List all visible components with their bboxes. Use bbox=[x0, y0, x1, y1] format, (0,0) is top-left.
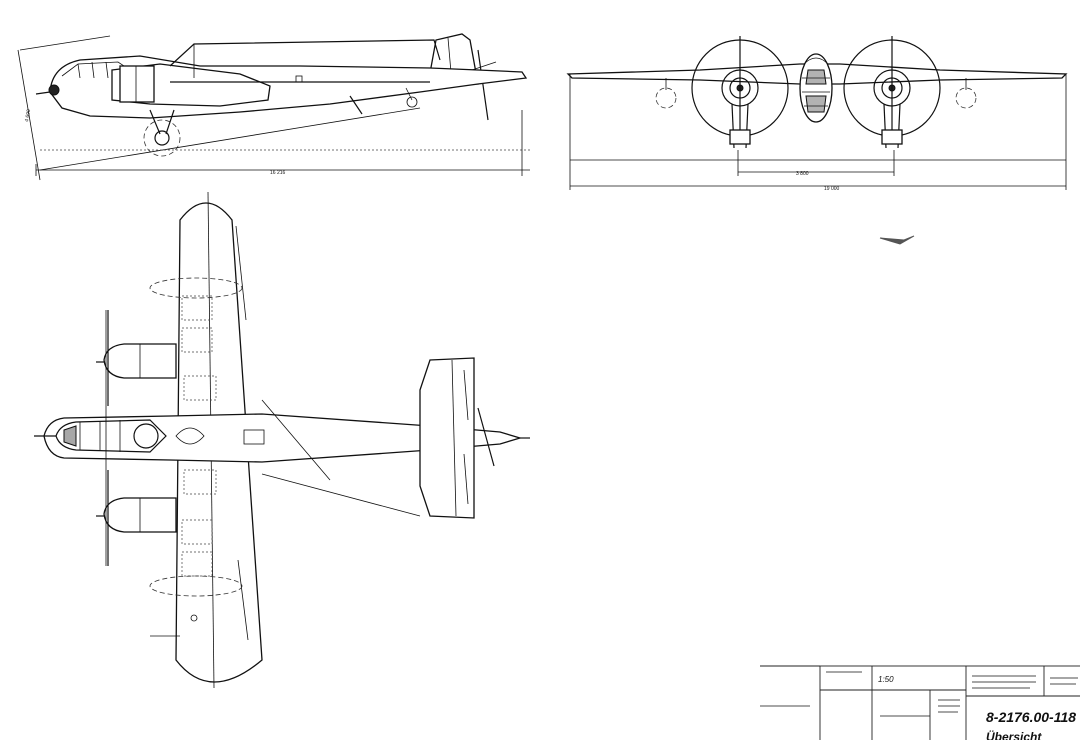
front-view: 3 800 19 000 bbox=[566, 36, 1068, 192]
front-span-dimension: 19 000 bbox=[824, 186, 840, 192]
side-view: 16 216 4 690 bbox=[17, 33, 530, 181]
side-height-dimension: 4 690 bbox=[24, 109, 32, 123]
stray-arrow-mark bbox=[879, 235, 915, 245]
drawing-title: Übersicht bbox=[986, 729, 1042, 740]
title-block: 1:50 8-2176.00-118 Übersicht bbox=[760, 665, 1080, 740]
top-view bbox=[34, 191, 530, 689]
drawing-number: 8-2176.00-118 bbox=[986, 709, 1076, 725]
scale-label: 1:50 bbox=[878, 675, 894, 684]
side-length-dimension: 16 216 bbox=[270, 170, 286, 176]
front-track-dimension: 3 800 bbox=[796, 171, 809, 177]
